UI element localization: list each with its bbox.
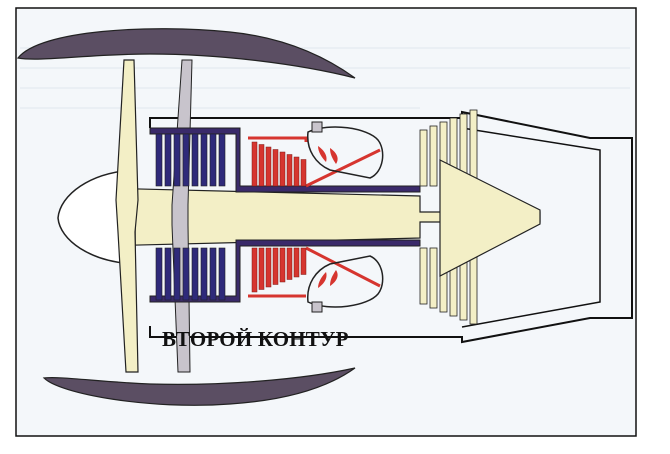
hpc-top-blade-3	[265, 146, 272, 187]
lpc-bottom-blade-6	[200, 247, 208, 301]
hpc-top-blade-6	[286, 154, 293, 187]
hpc-bottom-blade-7	[293, 247, 300, 278]
lpc-top-blade-8	[218, 133, 226, 187]
lpc-bottom-blade-2	[164, 247, 172, 301]
lpc-top-blade-7	[209, 133, 217, 187]
hpc-bottom-blade-1	[251, 247, 258, 293]
low-pressure-compressor-top	[155, 133, 226, 187]
hpc-top-blade-7	[293, 156, 300, 187]
lpc-top-blade-4	[182, 133, 190, 187]
hpc-bottom-blade-5	[279, 247, 286, 283]
hpc-bottom-blade-2	[258, 247, 265, 290]
tail-cone	[439, 159, 541, 277]
hpc-bottom-blade-3	[265, 247, 272, 288]
core-casing-outline	[149, 110, 633, 344]
high-pressure-compressor-top	[251, 141, 307, 187]
inner-casing-bottom	[149, 239, 421, 303]
exhaust-outline	[461, 127, 601, 328]
high-pressure-compressor-casing-bottom	[248, 246, 381, 298]
combustor-bottom	[307, 255, 384, 313]
lpc-bottom-blade-8	[218, 247, 226, 301]
lpc-top-blade-6	[200, 133, 208, 187]
lpc-top-blade-3	[173, 133, 181, 187]
hpc-bottom-blade-6	[286, 247, 293, 280]
hpc-top-blade-5	[279, 151, 286, 187]
lpc-bottom-blade-4	[182, 247, 190, 301]
high-pressure-compressor-casing-top	[248, 136, 381, 188]
lpc-top-blade-2	[164, 133, 172, 187]
hpc-top-blade-2	[258, 144, 265, 187]
lpc-top-blade-1	[155, 133, 163, 187]
nacelle-top	[16, 28, 356, 79]
hpc-bottom-blade-4	[272, 247, 279, 285]
fan-blade-front	[115, 59, 139, 373]
lpc-bottom-blade-3	[173, 247, 181, 301]
high-pressure-compressor-bottom	[251, 247, 307, 293]
spinner	[57, 169, 136, 265]
combustor-top	[307, 121, 384, 179]
nacelle-bottom	[42, 367, 356, 406]
hpc-top-blade-1	[251, 141, 258, 187]
lpc-bottom-blade-7	[209, 247, 217, 301]
turbine-top-stage-2	[429, 125, 438, 187]
lpc-bottom-blade-1	[155, 247, 163, 301]
lpc-bottom-blade-5	[191, 247, 199, 301]
hpc-top-blade-4	[272, 149, 279, 187]
turbine-top-stage-6	[469, 109, 478, 187]
turbine-top-stage-1	[419, 129, 428, 187]
hpc-bottom-blade-8	[300, 247, 307, 275]
turbine-bottom-stage-1	[419, 247, 428, 305]
turbine-bottom	[419, 247, 478, 325]
secondary-duct-label: ВТОРОЙ КОНТУР	[162, 327, 349, 351]
lpc-top-blade-5	[191, 133, 199, 187]
turbine-bottom-stage-2	[429, 247, 438, 309]
hpc-top-blade-8	[300, 159, 307, 187]
low-pressure-compressor-bottom	[155, 247, 226, 301]
